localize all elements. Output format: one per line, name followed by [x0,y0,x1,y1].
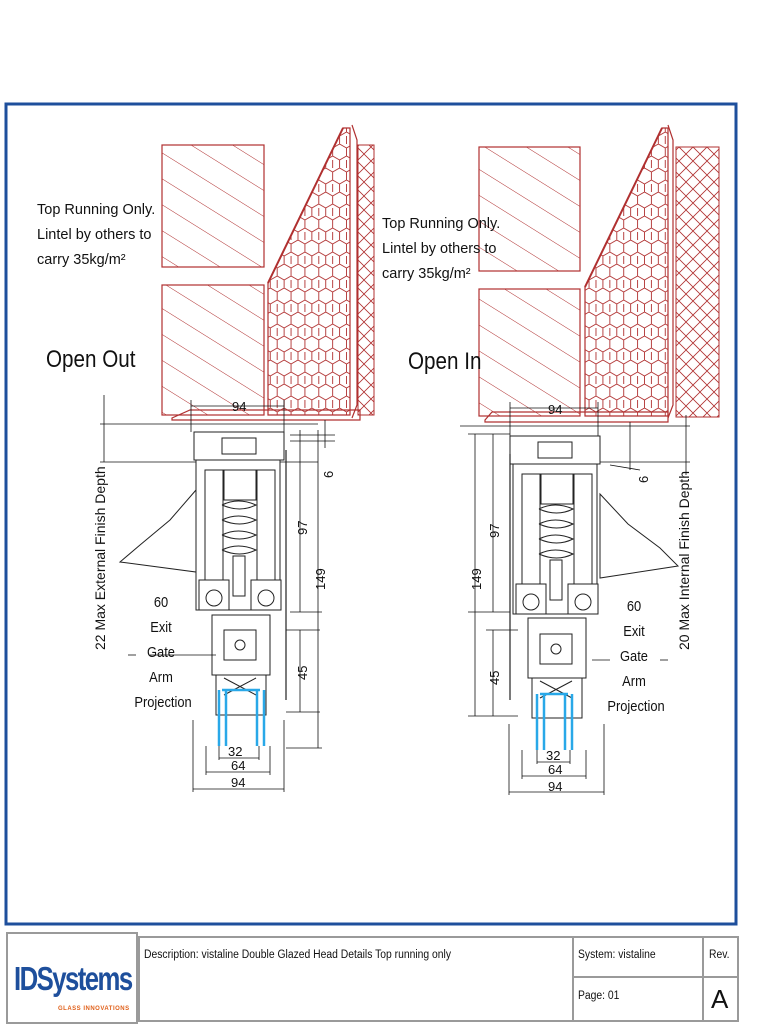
right-dim-6: 6 [636,476,651,483]
left-finish-depth-label: 22 Max External Finish Depth [92,466,108,650]
system-cell [572,936,704,978]
left-detail: 94 6 97 149 45 [92,124,375,792]
right-dim-149: 149 [469,568,484,590]
left-lintel-lower [161,284,265,416]
left-dim-94-bottom: 94 [231,775,245,790]
right-lintel-upper [478,146,581,272]
description-text: Description: vistaline Double Glazed Hea… [144,949,452,961]
gate-arm-line: Exit [150,619,172,636]
left-dim-149: 149 [313,568,328,590]
left-dim-94-head: 94 [232,399,246,414]
right-lintel-note: Top Running Only. Lintel by others to ca… [382,214,500,289]
rev-label: Rev. [709,949,730,961]
right-dim-45: 45 [487,671,502,685]
note-line: Lintel by others to [382,241,497,257]
logo-tagline: GLASS INNOVATIONS [58,1006,130,1012]
company-logo: IDSystems [14,960,133,997]
right-dim-94-head: 94 [548,402,562,417]
right-finish-depth-label: 20 Max Internal Finish Depth [676,471,692,650]
gate-arm-line: 60 [626,598,642,615]
note-line: Top Running Only. [37,202,156,218]
left-dim-45: 45 [295,666,310,680]
gate-arm-line: Exit [623,623,645,640]
right-view-title: Open In [408,348,482,375]
right-dim-94-bottom: 94 [548,779,562,794]
right-insulation [584,127,669,417]
rev-value: A [711,984,729,1014]
gate-arm-line: Projection [134,694,192,711]
right-lintel-lower [478,288,581,417]
rev-value-cell [702,976,739,1022]
left-insulation [267,127,351,416]
left-dim-97: 97 [295,521,310,535]
left-gate-arm-label: 60 Exit Gate Arm Projection [134,592,192,717]
right-detail: 94 6 97 149 45 [460,124,720,795]
note-line: Top Running Only. [382,216,501,232]
logo-box [6,932,138,1024]
note-line: carry 35kg/m² [37,252,126,268]
gate-arm-line: Gate [620,648,648,665]
page-cell [572,976,704,1022]
note-line: carry 35kg/m² [382,266,471,282]
gate-arm-line: Gate [147,644,175,661]
sheet-border [4,102,738,926]
left-view-title: Open Out [46,346,136,373]
page-text: Page: 01 [578,990,620,1002]
right-dim-64: 64 [548,762,562,777]
left-lintel-upper [161,144,265,268]
gate-arm-line: Arm [622,673,646,690]
note-line: Lintel by others to [37,227,152,243]
left-dim-64: 64 [231,758,245,773]
system-text: System: vistaline [578,949,656,961]
left-lintel-note: Top Running Only. Lintel by others to ca… [37,200,155,275]
right-gate-arm-label: 60 Exit Gate Arm Projection [607,596,665,721]
right-dim-32: 32 [546,748,560,763]
gate-arm-line: Projection [607,698,665,715]
description-cell [138,936,574,1022]
gate-arm-line: Arm [149,669,173,686]
left-dim-32: 32 [228,744,242,759]
left-dim-6: 6 [321,471,336,478]
gate-arm-line: 60 [153,594,169,611]
right-dim-97: 97 [487,524,502,538]
